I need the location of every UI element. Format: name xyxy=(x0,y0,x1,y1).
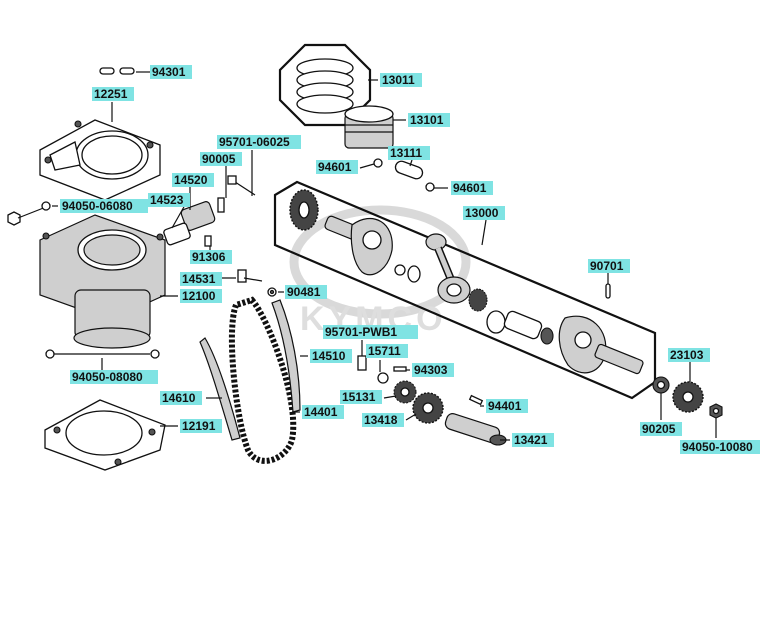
hex-nut-icon xyxy=(709,403,723,419)
bolt-icon xyxy=(7,201,51,226)
label-94050-10080: 94050-10080 xyxy=(682,440,753,454)
part-labels: 94301 12251 95701-06025 90005 14520 1452… xyxy=(62,65,753,454)
crank-washers-icon xyxy=(394,264,506,334)
cam-chain-icon xyxy=(228,296,297,464)
label-14610: 14610 xyxy=(162,391,196,405)
label-13000: 13000 xyxy=(465,206,499,220)
crank-timing-gear-icon xyxy=(289,189,319,231)
crankshaft-left-icon xyxy=(324,215,393,276)
dowel-pins-icon xyxy=(99,67,135,75)
drive-gear-small-icon xyxy=(393,380,417,404)
label-14510: 14510 xyxy=(312,349,346,363)
label-15131: 15131 xyxy=(342,390,376,404)
piston-pin-icon xyxy=(373,158,435,192)
primary-gear-nut-icon xyxy=(652,376,670,394)
label-12191: 12191 xyxy=(182,419,216,433)
chain-guide-bolt-icon xyxy=(237,269,277,297)
cylinder-block-icon xyxy=(39,214,166,349)
label-14401: 14401 xyxy=(304,405,338,419)
label-14531: 14531 xyxy=(182,272,216,286)
tensioner-bolts-icon xyxy=(217,175,256,213)
label-13011: 13011 xyxy=(382,73,415,87)
label-94050-06080: 94050-06080 xyxy=(62,199,133,213)
head-gasket-icon xyxy=(39,119,161,201)
label-23103: 23103 xyxy=(670,348,704,362)
label-95701-pwb1: 95701-PWB1 xyxy=(325,325,397,339)
label-94303: 94303 xyxy=(414,363,448,377)
drive-gear-large-icon xyxy=(412,392,444,424)
piston-rings-icon xyxy=(296,58,354,114)
pin-icon xyxy=(605,283,611,299)
label-13421: 13421 xyxy=(514,433,548,447)
label-12100: 12100 xyxy=(182,289,216,303)
piston-icon xyxy=(344,105,394,149)
label-13101: 13101 xyxy=(410,113,444,127)
label-90205: 90205 xyxy=(642,422,676,436)
label-94601-left: 94601 xyxy=(318,160,352,174)
label-94401: 94401 xyxy=(488,399,522,413)
label-95701-06025: 95701-06025 xyxy=(219,135,290,149)
sprocket-bolt-icon xyxy=(357,355,407,384)
label-94301: 94301 xyxy=(152,65,186,79)
label-90481: 90481 xyxy=(287,285,321,299)
primary-gear-icon xyxy=(672,381,704,413)
label-12251: 12251 xyxy=(94,87,128,101)
label-15711: 15711 xyxy=(368,344,401,358)
label-14523: 14523 xyxy=(150,193,184,207)
label-90701: 90701 xyxy=(590,259,624,273)
label-14520: 14520 xyxy=(174,173,208,187)
label-13418: 13418 xyxy=(364,413,398,427)
label-90005: 90005 xyxy=(202,152,236,166)
label-94050-08080: 94050-08080 xyxy=(72,370,143,384)
label-91306: 91306 xyxy=(192,250,226,264)
crankshaft-right-icon xyxy=(558,315,644,375)
label-highlights xyxy=(60,65,760,454)
label-13111: 13111 xyxy=(390,146,422,160)
label-94601-right: 94601 xyxy=(453,181,487,195)
connecting-rod-icon xyxy=(425,233,471,304)
long-bolt-icon xyxy=(45,349,160,359)
crank-bearing-icon xyxy=(468,288,554,345)
leader-lines xyxy=(52,71,717,441)
base-gasket-icon xyxy=(44,399,166,471)
